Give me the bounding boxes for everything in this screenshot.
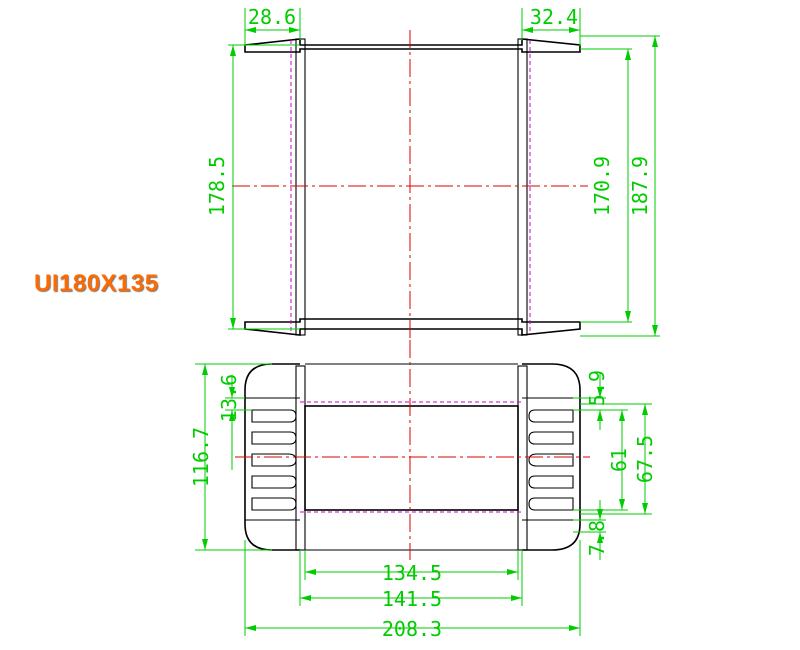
dim-bottom-right-low: 7.8 bbox=[585, 520, 609, 556]
dim-bottom-top-gap: 13.6 bbox=[217, 374, 241, 422]
bottom-core-window bbox=[304, 405, 519, 511]
dim-overall-height: 187.9 bbox=[628, 156, 652, 216]
dim-width-mid: 141.5 bbox=[382, 587, 442, 611]
dim-width-overall: 208.3 bbox=[382, 617, 442, 641]
bottom-left-wall bbox=[295, 365, 306, 551]
top-right-wall bbox=[517, 38, 528, 336]
dim-width-inner: 134.5 bbox=[382, 561, 442, 585]
bottom-right-flange bbox=[522, 363, 581, 551]
bottom-right-wall bbox=[517, 365, 528, 551]
top-left-wall bbox=[295, 38, 306, 336]
model-label: UI180X135 bbox=[34, 270, 159, 297]
dim-bottom-overall-height: 116.7 bbox=[189, 427, 213, 487]
dim-bottom-inner-67: 67.5 bbox=[633, 435, 657, 483]
top-view bbox=[232, 30, 588, 345]
left-fins bbox=[245, 397, 300, 521]
dim-top-right-tab: 32.4 bbox=[530, 5, 578, 29]
bottom-view-dimensions: 116.7 13.6 5.9 61 67.5 bbox=[189, 363, 657, 641]
dim-inner-height-left: 178.5 bbox=[205, 156, 229, 216]
right-fins bbox=[522, 397, 580, 521]
dim-bottom-inner-61: 61 bbox=[607, 448, 631, 472]
dim-inner-height-right: 170.9 bbox=[590, 156, 614, 216]
dim-top-left-tab: 28.6 bbox=[248, 5, 296, 29]
dim-bottom-right-gap: 5.9 bbox=[585, 370, 609, 406]
bottom-view bbox=[235, 340, 590, 560]
top-view-dimensions: 28.6 32.4 178.5 170.9 187.9 bbox=[205, 5, 660, 337]
